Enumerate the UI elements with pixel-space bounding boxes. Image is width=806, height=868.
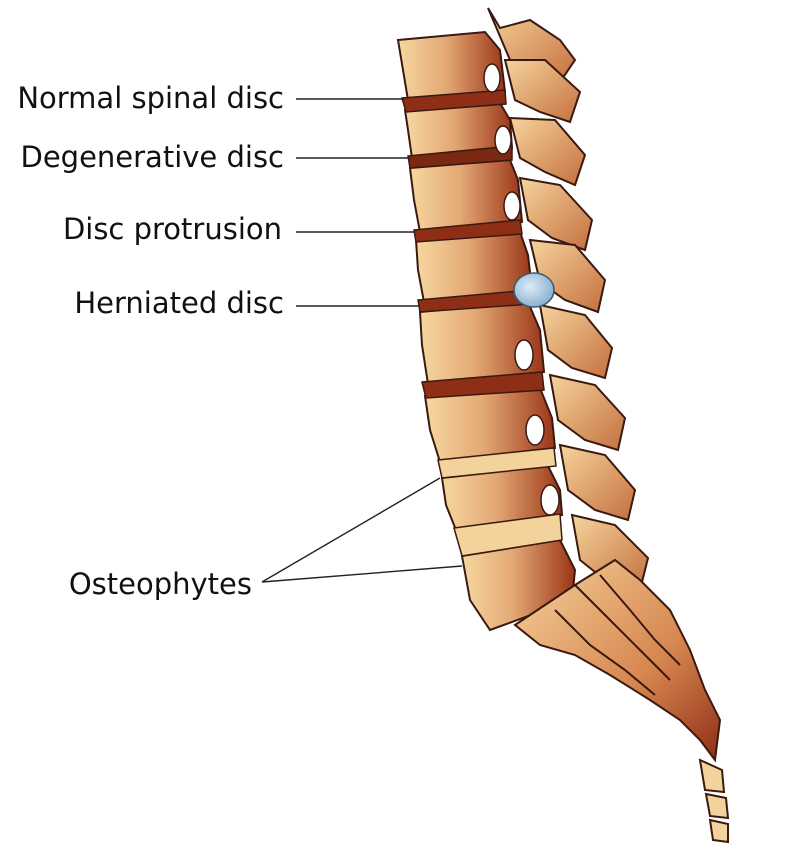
- disc-6: [437, 447, 557, 479]
- label-osteophytes: Osteophytes: [68, 567, 252, 601]
- leader-lines: [261, 98, 463, 583]
- disc-7: [453, 513, 563, 557]
- disc-degenerative: [407, 145, 513, 169]
- foramina: [483, 63, 560, 516]
- disc-protrusion: [413, 219, 523, 243]
- discs: [401, 89, 563, 557]
- label-normal-spinal-disc: Normal spinal disc: [17, 81, 284, 115]
- leader-osteophytes-2: [261, 565, 463, 583]
- sacrum: [513, 558, 722, 763]
- disc-normal: [401, 89, 507, 113]
- label-degenerative-disc: Degenerative disc: [20, 140, 284, 174]
- leader-osteophytes-1: [261, 477, 441, 583]
- herniation-bulge: [513, 272, 555, 308]
- label-herniated-disc: Herniated disc: [74, 286, 284, 320]
- coccyx: [698, 758, 730, 844]
- label-disc-protrusion: Disc protrusion: [62, 212, 282, 246]
- disc-5: [421, 371, 545, 399]
